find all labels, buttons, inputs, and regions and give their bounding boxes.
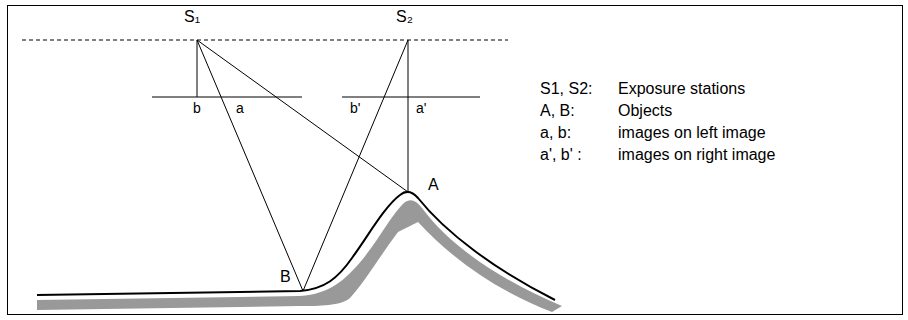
legend-key: A, B: [540,102,575,120]
ray-s2-a [408,40,409,192]
legend-description: images on left image [618,124,766,142]
legend-key: a, b: [540,124,571,142]
image-point-label: b' [350,101,360,116]
legend-description: images on right image [618,146,775,164]
station-label: S₂ [396,8,413,26]
right-image-plane [342,97,480,98]
legend-description: Exposure stations [618,80,745,98]
left-principal-axis [197,40,198,97]
station-label: S₁ [184,8,200,26]
left-image-plane [152,97,302,98]
legend-key: S1, S2: [540,80,592,98]
terrain-surface [37,192,555,300]
ray-s1-b [197,40,303,291]
flight-line [22,40,508,41]
object-label: B [280,268,291,286]
image-point-label: a [236,101,244,116]
image-point-label: b [193,101,201,116]
legend-key: a', b' : [540,146,582,164]
ray-s2-b [303,40,408,291]
object-label: A [428,176,439,194]
legend-description: Objects [618,102,672,120]
frame [8,6,903,315]
image-point-label: a' [416,101,426,116]
